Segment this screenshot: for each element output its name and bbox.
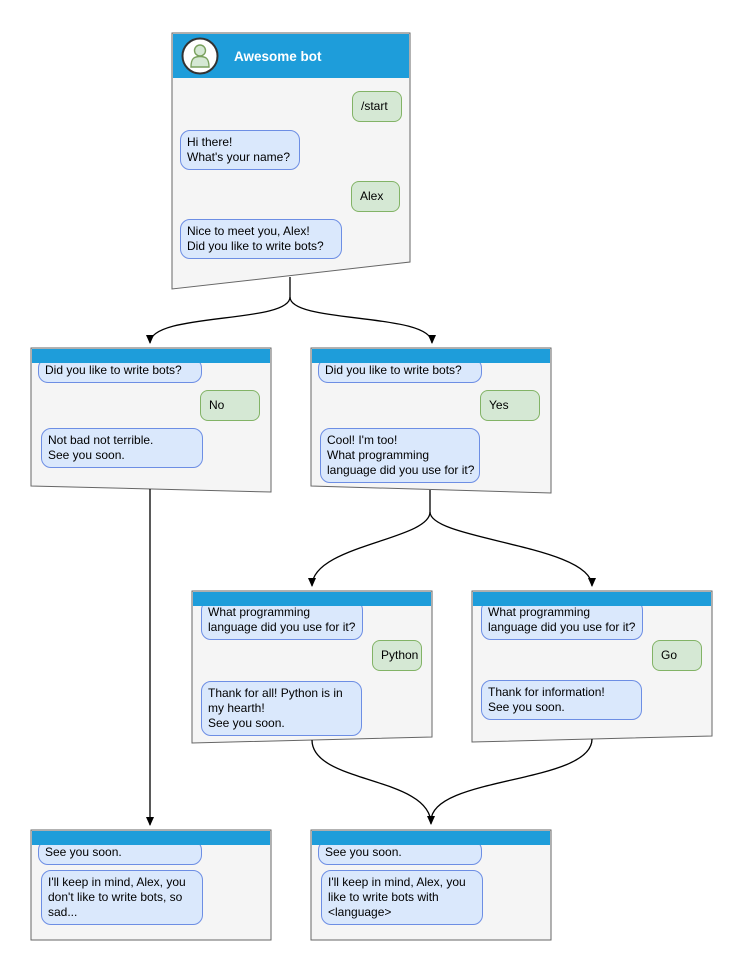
bot-message-bubble: I'll keep in mind, Alex, you like to wri…	[321, 870, 483, 925]
bot-message-bubble: Not bad not terrible. See you soon.	[41, 428, 203, 468]
bot-message-bubble: Hi there! What's your name?	[180, 130, 300, 170]
bot-title: Awesome bot	[234, 48, 322, 64]
bot-message-bubble: Nice to meet you, Alex! Did you like to …	[180, 219, 342, 259]
connector-main-to-no	[146, 296, 291, 344]
person-icon	[181, 37, 219, 75]
bot-message-bubble: What programming language did you use fo…	[481, 600, 643, 640]
connector-go-to-end	[430, 738, 593, 822]
chat-window-yes: Did you like to write bots? Yes Cool! I'…	[311, 348, 551, 493]
chat-window-yes-header	[312, 349, 550, 363]
chat-window-python-header	[193, 592, 431, 606]
chat-window-python: What programming language did you use fo…	[192, 591, 432, 743]
bot-message-bubble: Thank for all! Python is in my hearth! S…	[201, 681, 362, 736]
chat-window-end-no-header	[32, 831, 270, 845]
chat-window-end-language: See you soon. I'll keep in mind, Alex, y…	[311, 830, 551, 940]
user-message-bubble: Alex	[351, 181, 400, 212]
chat-window-main: Awesome bot /start Hi there! What's your…	[172, 33, 410, 290]
chat-window-end-language-header	[312, 831, 550, 845]
user-message-bubble: No	[200, 390, 260, 421]
bot-message-bubble: What programming language did you use fo…	[201, 600, 363, 640]
bot-message-bubble: I'll keep in mind, Alex, you don't like …	[41, 870, 203, 925]
chat-window-end-no: See you soon. I'll keep in mind, Alex, y…	[31, 830, 271, 940]
chat-window-go-header	[473, 592, 711, 606]
user-message-bubble: Yes	[480, 390, 540, 421]
chat-window-main-header: Awesome bot	[173, 34, 409, 78]
user-message-bubble: Go	[652, 640, 702, 671]
user-message-bubble: Python	[372, 640, 422, 671]
bot-message-bubble: Thank for information! See you soon.	[481, 680, 642, 720]
user-message-bubble: /start	[352, 91, 402, 122]
bot-message-bubble: Cool! I'm too! What programming language…	[320, 428, 480, 483]
chat-window-no: Did you like to write bots? No Not bad n…	[31, 348, 271, 492]
connector-yes-to-go	[429, 511, 596, 587]
chat-window-go: What programming language did you use fo…	[472, 591, 712, 742]
chat-window-no-header	[32, 349, 270, 363]
connector-yes-to-python	[308, 511, 431, 587]
connector-python-to-end	[311, 739, 435, 825]
connector-main-to-yes	[289, 296, 436, 344]
